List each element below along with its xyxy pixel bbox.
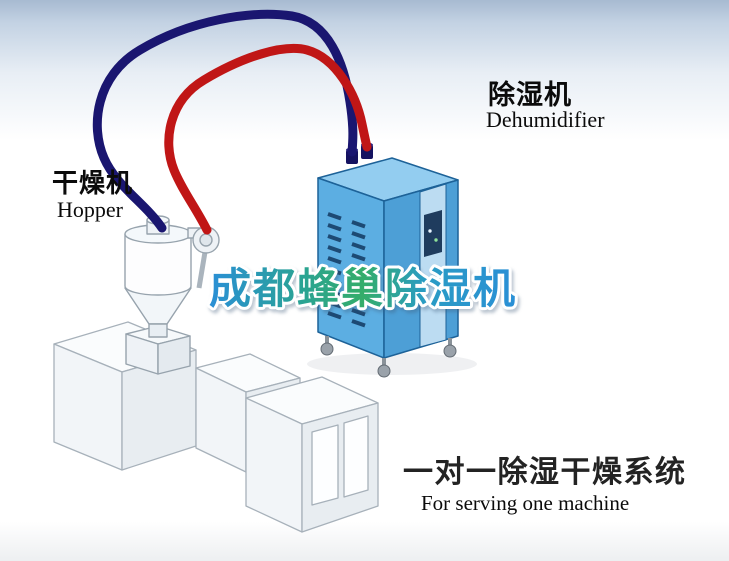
caster-wheel [320,336,334,356]
extruder-doors [311,415,369,506]
blower-pipe [196,251,208,289]
watermark-text: 成都蜂巢除湿机 [209,264,517,313]
dehumidifier-label-cn: 除湿机 [488,80,572,111]
dehumidifier-label-en: Dehumidifier [486,107,605,132]
control-panel [419,183,447,348]
caster-wheel [377,358,391,378]
dehumidifier-cabinet [317,157,459,359]
hopper-neck [148,323,168,338]
caption-en: For serving one machine [421,491,630,515]
hopper-dryer [124,215,220,375]
vent-grid [327,212,366,328]
caster-wheels [320,336,457,378]
caption-cn: 一对一除湿干燥系统 [403,455,687,490]
extruder-machine [53,321,379,533]
hopper-body [124,233,192,296]
hopper-label-en: Hopper [57,197,123,222]
hopper-label-cn: 干燥机 [52,169,134,199]
hose-navy [92,9,358,233]
caster-wheel [443,338,457,358]
hose-red [164,43,372,235]
cabinet-shadow [307,353,477,375]
